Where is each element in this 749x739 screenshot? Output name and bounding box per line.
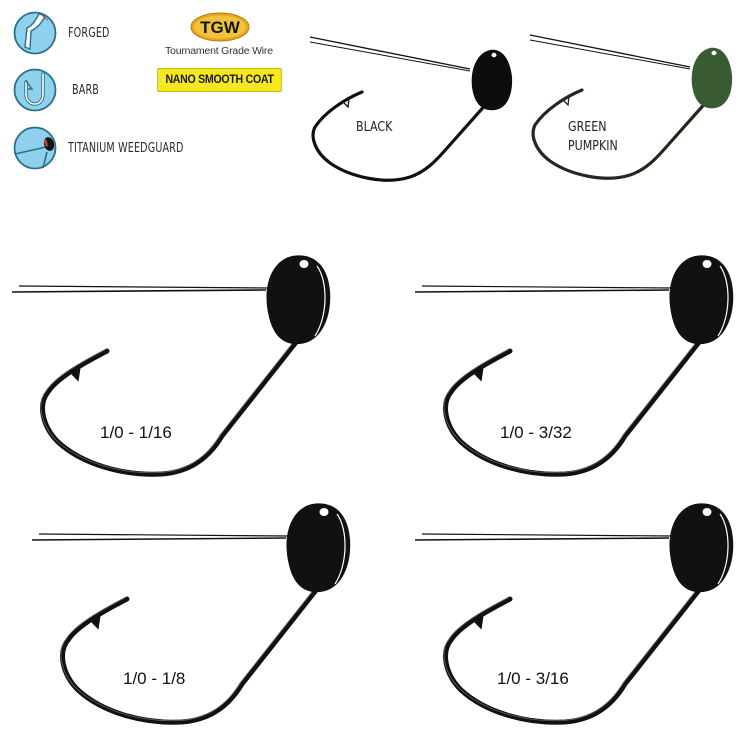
size-label: 1/0 - 1/8 <box>123 669 186 688</box>
titanium-weedguard-icon <box>13 126 57 170</box>
green-pumpkin-weedless-hook-image <box>528 33 734 180</box>
forged-icon <box>13 11 57 55</box>
size-label: 1/0 - 3/32 <box>500 423 572 442</box>
tgw-logo: TGW <box>190 12 250 42</box>
feature-label: TITANIUM WEEDGUARD <box>68 141 184 156</box>
feature-label: FORGED <box>68 26 110 41</box>
feature-label: BARB <box>72 83 100 98</box>
hook-image-1-16 <box>12 236 352 486</box>
nano-smooth-coat-text: NANO SMOOTH COAT <box>165 74 274 86</box>
color-label-black: BLACK <box>356 120 393 135</box>
tgw-subtitle: Tournament Grade Wire <box>165 45 273 57</box>
hook-image-3-32 <box>415 236 749 486</box>
black-weedless-hook-image <box>308 35 514 182</box>
barb-icon <box>13 68 57 112</box>
size-label: 1/0 - 3/16 <box>497 669 569 688</box>
size-label: 1/0 - 1/16 <box>100 423 172 442</box>
hook-image-3-16 <box>415 484 749 734</box>
nano-smooth-coat-badge: NANO SMOOTH COAT <box>157 68 283 92</box>
hook-image-1-8 <box>32 484 372 734</box>
color-label-green-pumpkin: GREEN PUMPKIN <box>568 120 618 154</box>
tgw-logo-text: TGW <box>200 18 241 37</box>
